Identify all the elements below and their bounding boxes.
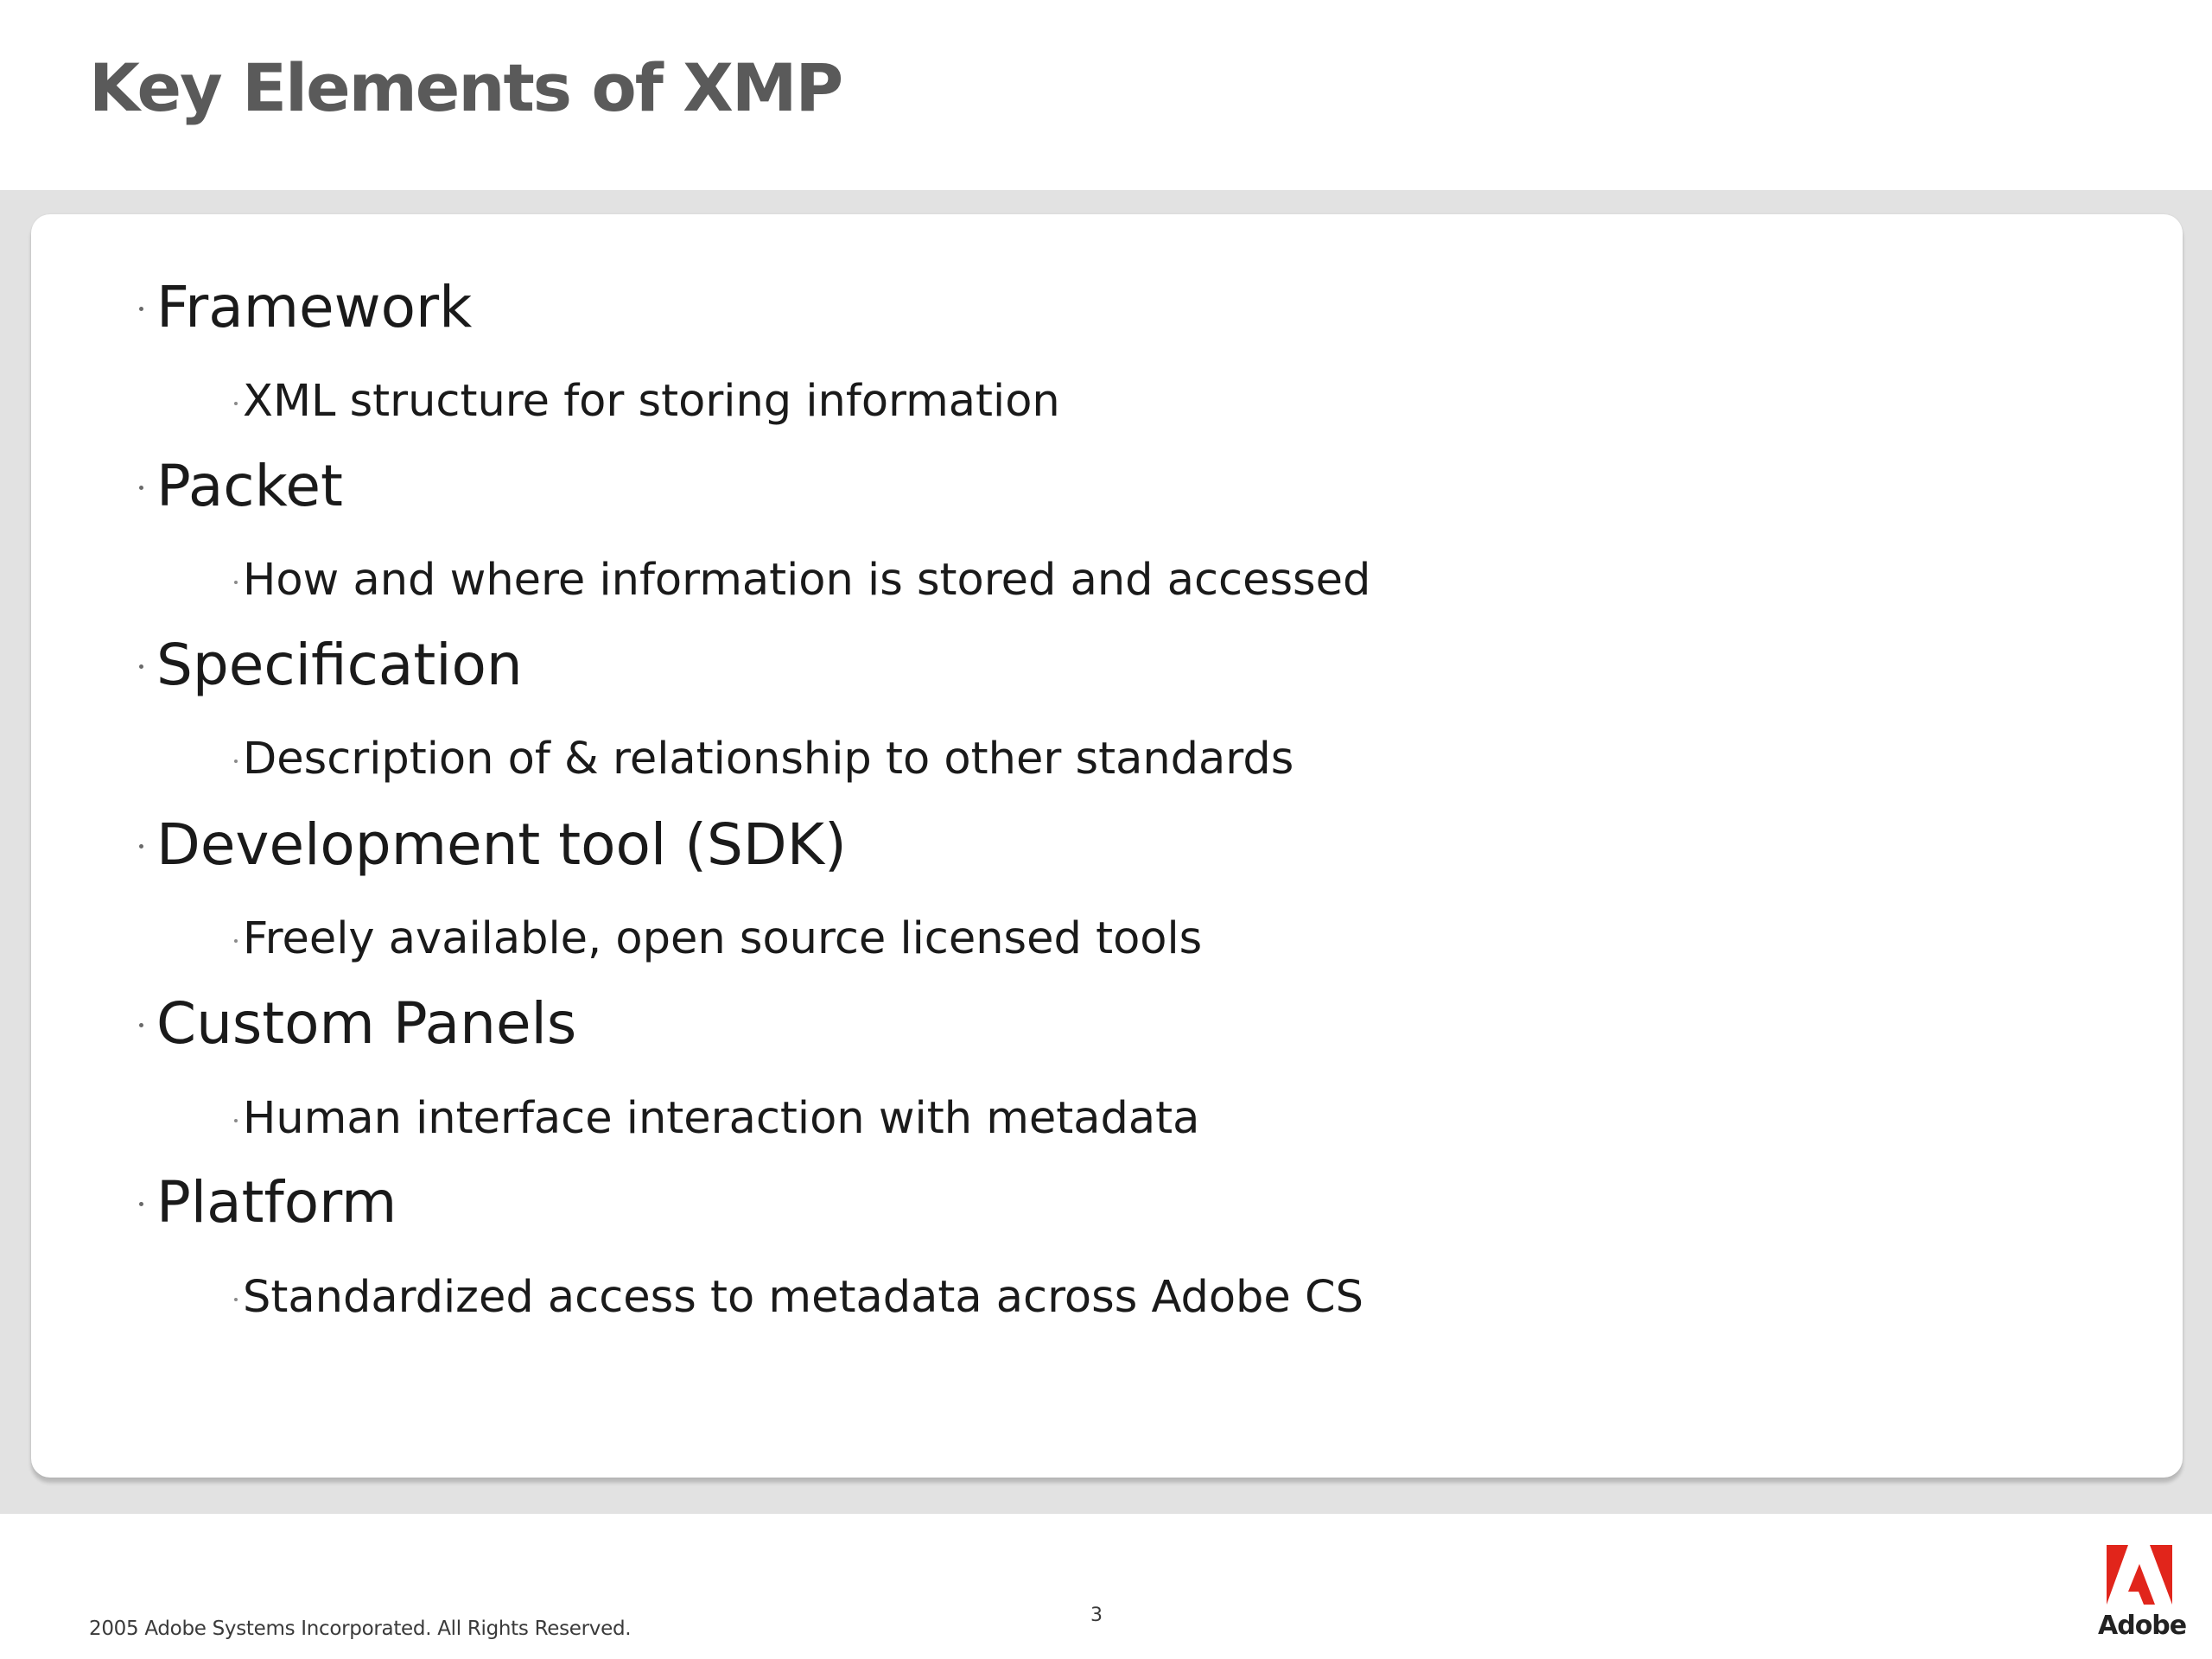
bullet-dot [139,664,143,669]
bullet-item-specification: Specification [139,631,523,700]
bullet-item-custom-panels: Custom Panels [139,989,577,1058]
content-card: Framework XML structure for storing info… [31,214,2183,1478]
sub-bullet-item-packet: How and where information is stored and … [234,552,1371,609]
slide-title: Key Elements of XMP [89,49,843,126]
bullet-item-platform: Platform [139,1168,397,1237]
sub-bullet-text: XML structure for storing information [243,376,1060,427]
bullet-list: Framework XML structure for storing info… [31,214,2183,1478]
bullet-text: Packet [156,453,343,519]
sub-bullet-text: Human interface interaction with metadat… [243,1093,1200,1144]
footer-copyright: 2005 Adobe Systems Incorporated. All Rig… [89,1618,632,1640]
bullet-item-development-tool: Development tool (SDK) [139,810,847,880]
bullet-text: Platform [156,1169,397,1236]
bullet-text: Specification [156,632,523,698]
sub-bullet-dot [234,1298,238,1301]
sub-bullet-item-framework: XML structure for storing information [234,373,1060,430]
sub-bullet-dot [234,402,238,405]
sub-bullet-item-platform: Standardized access to metadata across A… [234,1269,1363,1326]
adobe-logo-icon [2107,1545,2172,1605]
bullet-dot [139,844,143,849]
adobe-logo-right-shape [2150,1545,2172,1605]
adobe-logo-left-shape [2107,1545,2128,1605]
bullet-text: Custom Panels [156,990,577,1057]
sub-bullet-text: Description of & relationship to other s… [243,734,1294,785]
bullet-dot [139,1202,143,1206]
bullet-item-framework: Framework [139,273,473,342]
sub-bullet-text: How and where information is stored and … [243,555,1371,606]
bullet-text: Development tool (SDK) [156,811,847,878]
sub-bullet-dot [234,1119,238,1122]
adobe-wordmark: Adobe [2098,1611,2187,1641]
content-band: Framework XML structure for storing info… [0,190,2212,1514]
sub-bullet-dot [234,581,238,584]
page-number: 3 [1090,1605,1103,1626]
bullet-dot [139,307,143,311]
sub-bullet-item-custom-panels: Human interface interaction with metadat… [234,1090,1200,1147]
bullet-dot [139,486,143,490]
sub-bullet-item-development-tool: Freely available, open source licensed t… [234,911,1203,968]
sub-bullet-text: Freely available, open source licensed t… [243,913,1203,964]
sub-bullet-item-specification: Description of & relationship to other s… [234,731,1294,788]
bullet-text: Framework [156,274,473,340]
adobe-logo-center-shape [2128,1564,2155,1605]
bullet-item-packet: Packet [139,452,343,521]
sub-bullet-dot [234,760,238,763]
bullet-dot [139,1023,143,1027]
sub-bullet-dot [234,939,238,943]
sub-bullet-text: Standardized access to metadata across A… [243,1272,1363,1323]
